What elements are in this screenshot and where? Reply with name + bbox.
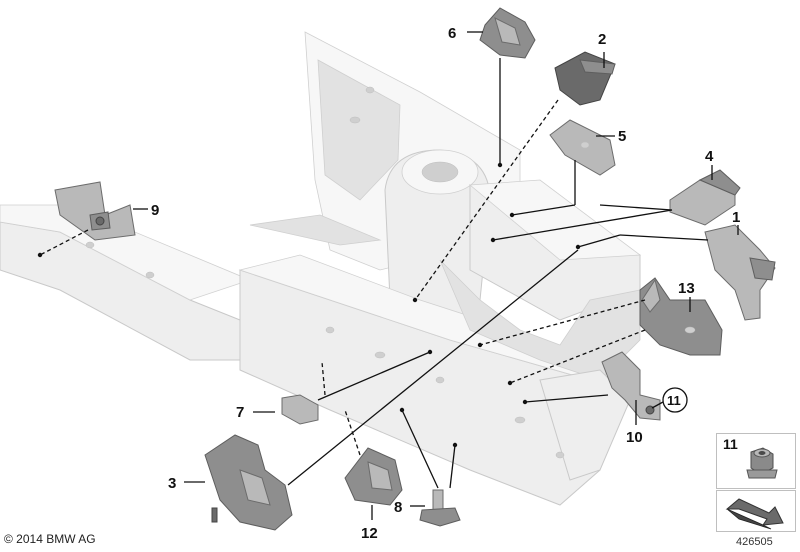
callout-10: 10 — [626, 429, 643, 446]
diagram-reference-number: 426505 — [736, 536, 773, 548]
front-body-structure — [0, 31, 642, 506]
part-13-bracket — [639, 277, 723, 356]
legend-part-number: 11 — [723, 436, 738, 452]
callout-11-circled: 11 — [667, 393, 681, 408]
part-8-bolt — [419, 489, 461, 527]
part-5-bracket — [549, 119, 616, 176]
part-12-bracket — [344, 447, 403, 506]
callout-7: 7 — [236, 404, 244, 421]
part-2-bracket — [554, 51, 616, 106]
callout-labels: 6 2 5 4 1 9 13 10 11 7 3 12 8 — [151, 25, 740, 542]
callout-4: 4 — [705, 148, 714, 165]
legend-part-11: 11 — [716, 433, 796, 489]
callout-5: 5 — [618, 128, 626, 145]
part-1-bracket — [704, 224, 776, 321]
part-3-bracket — [204, 434, 293, 531]
callout-13: 13 — [678, 280, 695, 297]
part-7-bracket — [281, 394, 319, 425]
part-11-nut — [662, 387, 688, 413]
callout-9: 9 — [151, 202, 159, 219]
callout-12: 12 — [361, 525, 378, 542]
leader-lines — [37, 31, 739, 520]
forward-arrow-icon — [725, 498, 784, 530]
callout-3: 3 — [168, 475, 176, 492]
part-9-bracket — [54, 181, 136, 241]
callout-2: 2 — [598, 31, 606, 48]
callout-8: 8 — [394, 499, 402, 516]
hex-nut-icon — [746, 447, 778, 479]
part-6-bracket — [479, 7, 536, 59]
callout-1: 1 — [732, 209, 740, 226]
copyright-text: © 2014 BMW AG — [4, 532, 96, 546]
direction-indicator — [716, 490, 796, 532]
part-4-bracket — [669, 169, 741, 226]
callout-6: 6 — [448, 25, 456, 42]
